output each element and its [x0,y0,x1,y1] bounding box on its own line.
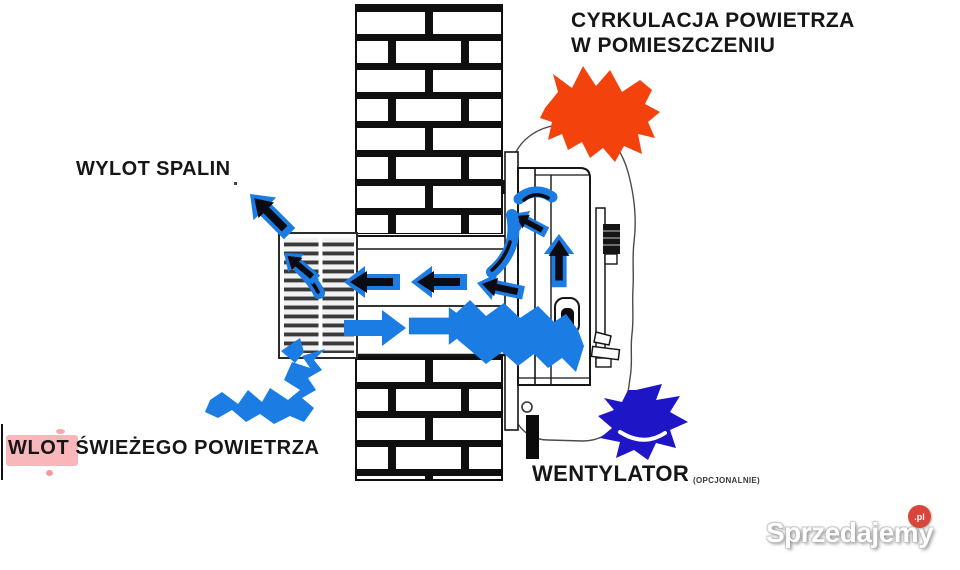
mounting-hole [521,401,533,413]
fresh-air-intake-swirl [205,349,325,424]
pink-highlight-dot [56,429,65,434]
label-exhaust-outlet: WYLOT SPALIN [76,158,231,180]
pink-highlight-dot [46,470,53,476]
fresh-air-flow-arrows [205,300,584,424]
title-line-2: W POMIESZCZENIU [571,34,776,57]
valve-bracket [590,331,621,361]
pink-highlight-mark [6,435,78,466]
warm-air-flame-icon [540,66,660,162]
heater-foot [526,415,539,459]
fresh-air-stream [450,300,584,372]
watermark-brand: Sprzedajemy [766,517,934,548]
diagram-title: CYRKULACJA POWIETRZA W POMIESZCZENIU [571,8,855,58]
watermark-pl-badge: .pl [908,505,931,528]
brick-wall [355,4,503,481]
stray-edge-line [1,424,3,480]
label-fresh-air-inlet: WLOT ŚWIEŻEGO POWIETRZA [8,437,320,459]
wall-upper-section [355,4,503,235]
label-fan: WENTYLATOR [532,461,690,486]
stray-dot [234,182,237,185]
wall-lower-section [355,356,503,481]
title-line-1: CYRKULACJA POWIETRZA [571,9,855,32]
fan-air-flame-icon [598,384,688,460]
label-fan-optional-note: (OPCJONALNIE) [693,476,761,485]
exhaust-flow-arrows [238,182,575,307]
control-knob [603,224,620,265]
